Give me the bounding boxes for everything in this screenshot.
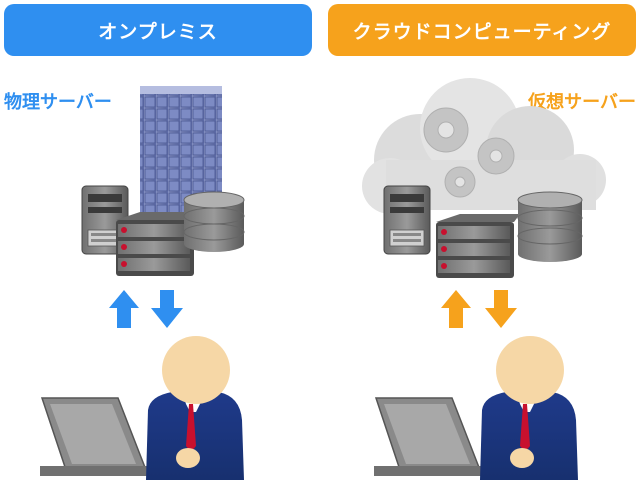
rack-server-icon [116,212,200,276]
up-arrow-icon [441,290,471,328]
database-icon [183,191,245,252]
onprem-header: オンプレミス [4,4,312,56]
laptop-icon [374,397,524,476]
laptop-icon [40,397,190,476]
physical-server-label: 物理サーバー [4,92,112,113]
gear-icon [423,107,515,198]
down-arrow-icon [485,290,517,328]
businessman-icon [146,336,244,480]
up-arrow-icon [109,290,139,328]
server-tower-icon [383,185,431,255]
rack-server-icon [436,214,520,278]
cloud-header: クラウドコンピューティング [328,4,636,56]
businessman-icon [480,336,578,480]
virtual-server-label: 仮想サーバー [528,92,636,113]
database-icon [517,191,583,262]
down-arrow-icon [151,290,183,328]
